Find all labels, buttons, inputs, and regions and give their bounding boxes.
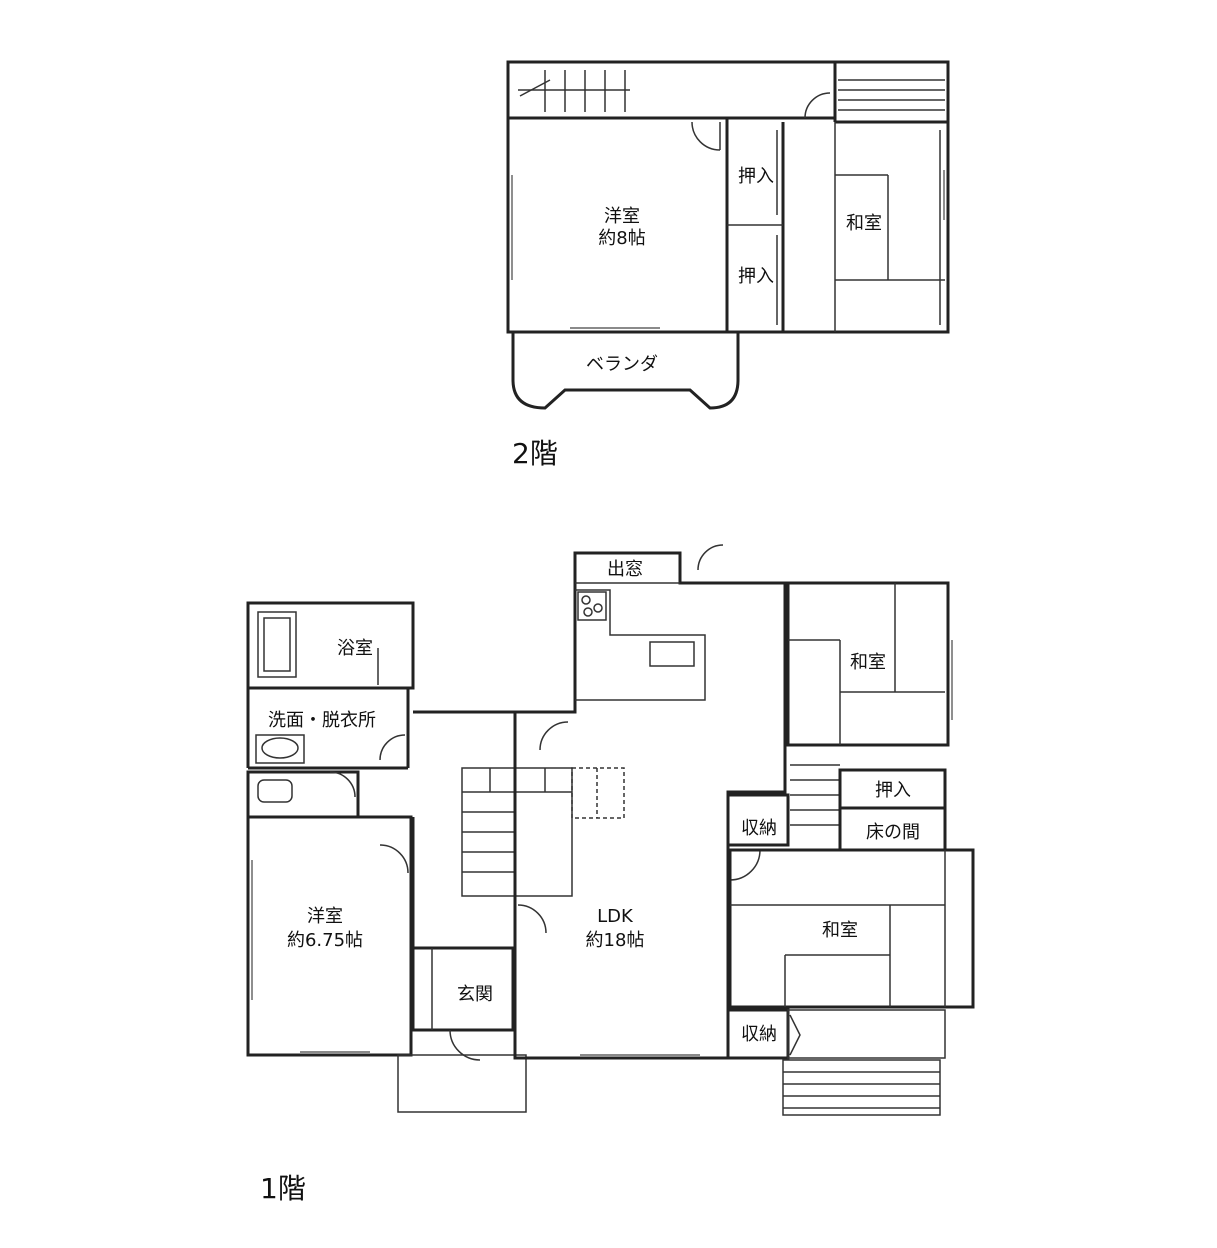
floor-1-plan xyxy=(246,544,975,1116)
japanese-room-lower-outline xyxy=(728,848,975,1009)
western-room-1f-name: 洋室 xyxy=(307,906,343,927)
entrance-label: 玄関 xyxy=(457,984,493,1005)
closet-2f-upper: 押入 xyxy=(738,166,774,187)
closet-oshiire-1f: 押入 xyxy=(875,780,911,801)
door-arc xyxy=(449,1029,481,1061)
japanese-room-1f-lower: 和室 xyxy=(822,920,858,941)
kitchen-sink xyxy=(649,641,695,667)
wash-basin xyxy=(261,737,299,759)
japanese-room-2f: 和室 xyxy=(846,213,882,234)
door-arc xyxy=(379,734,406,761)
tokonoma-label: 床の間 xyxy=(866,822,920,843)
veranda-outline xyxy=(511,332,740,410)
western-room-1f-size: 約6.75帖 xyxy=(287,930,363,951)
ldk-name: LDK xyxy=(597,906,634,927)
veranda-label: ベランダ xyxy=(586,354,658,375)
door-arc xyxy=(697,544,724,571)
ldk-outline xyxy=(513,551,787,1060)
door-arc xyxy=(729,849,761,881)
toilet xyxy=(257,779,293,803)
door-arc xyxy=(379,844,409,874)
stair-1f-right xyxy=(790,764,840,826)
bathtub xyxy=(257,611,297,678)
bath-label: 浴室 xyxy=(337,638,373,659)
door-arc xyxy=(539,721,569,751)
ldk-size: 約18帖 xyxy=(586,930,645,951)
door-arc xyxy=(329,771,356,798)
storage-upper-label: 収納 xyxy=(741,818,777,839)
western-room-2f-name: 洋室 xyxy=(604,206,640,227)
door-arc xyxy=(691,121,721,151)
stair-1f xyxy=(461,767,625,897)
stair-top-right xyxy=(835,79,948,124)
japanese-room-1f-upper: 和室 xyxy=(850,652,886,673)
floor-2-label: 2階 xyxy=(512,437,558,470)
door-arc xyxy=(804,92,831,119)
closet-2f-lower: 押入 xyxy=(738,266,774,287)
western-room-2f-size: 約8帖 xyxy=(598,228,645,249)
door-arc xyxy=(517,904,547,934)
floor-2-plan xyxy=(506,60,950,410)
storage-lower-label: 収納 xyxy=(741,1024,777,1045)
bay-window-label: 出窓 xyxy=(607,559,643,580)
stove xyxy=(577,591,607,621)
stair-top-left xyxy=(518,70,630,112)
washroom-label: 洗面・脱衣所 xyxy=(268,710,376,731)
kitchen-counter xyxy=(575,589,706,701)
floor-1-label: 1階 xyxy=(260,1172,306,1205)
